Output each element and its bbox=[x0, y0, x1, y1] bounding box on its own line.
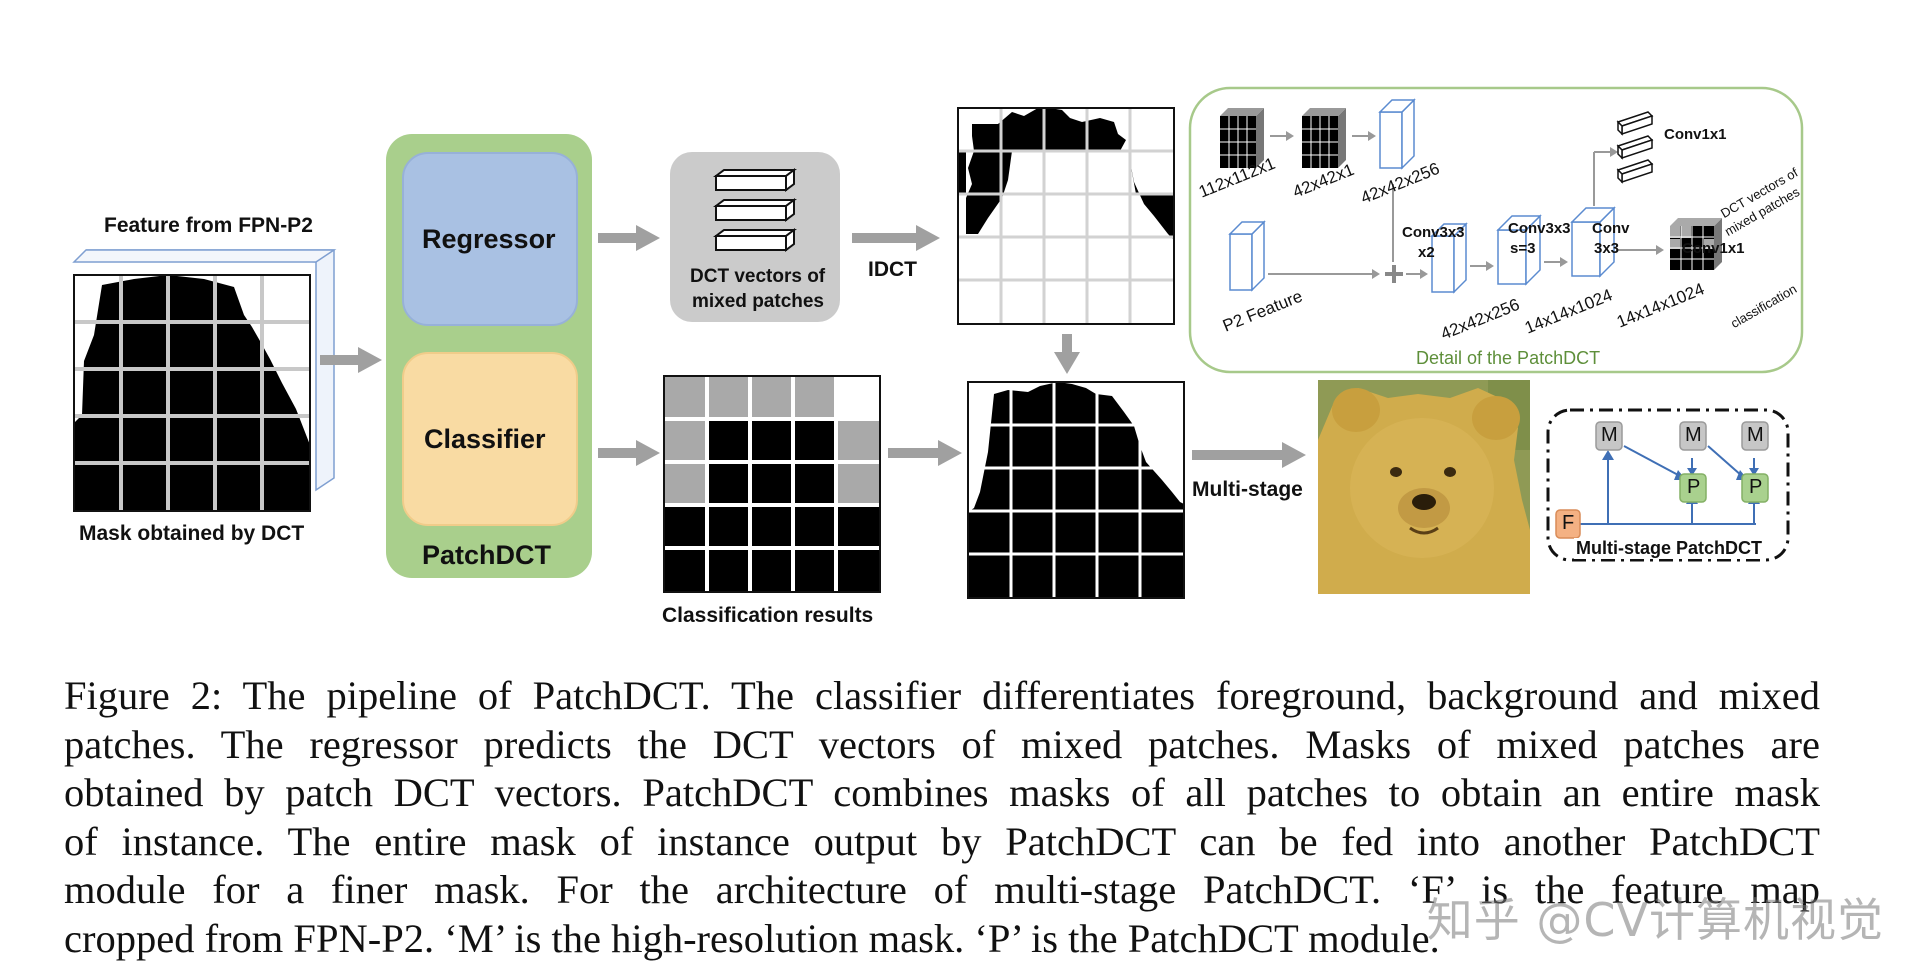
mask-obtained-by-dct bbox=[73, 274, 311, 512]
detail-conv-2: 3x3 bbox=[1594, 240, 1620, 257]
arrow-classification-out bbox=[888, 440, 962, 466]
arrow-down-to-final-mask bbox=[1054, 334, 1080, 374]
multistage-diagram bbox=[1546, 408, 1790, 562]
patchdct-label: PatchDCT bbox=[422, 540, 552, 570]
dct-vectors-label-1: DCT vectors of bbox=[690, 266, 826, 287]
detail-conv3x3-x2-2: x2 bbox=[1418, 244, 1435, 261]
watermark: 知乎 @CV计算机视觉 bbox=[1426, 893, 1884, 947]
ms-p1: P bbox=[1687, 476, 1701, 498]
detail-title: Detail of the PatchDCT bbox=[1416, 348, 1601, 368]
idct-label: IDCT bbox=[868, 258, 917, 281]
ms-p2: P bbox=[1749, 476, 1763, 498]
classification-results-grid bbox=[663, 375, 881, 593]
multi-stage-label: Multi-stage bbox=[1192, 478, 1303, 501]
final-mask-grid bbox=[967, 381, 1185, 599]
figure-caption: Figure 2: The pipeline of PatchDCT. The … bbox=[64, 672, 1820, 963]
detail-conv1x1-top: Conv1x1 bbox=[1664, 126, 1727, 143]
detail-conv1x1-mid: Conv1x1 bbox=[1682, 240, 1745, 257]
classifier-box bbox=[402, 352, 578, 526]
idct-mask-grid bbox=[957, 107, 1175, 325]
arrow-regressor-out bbox=[598, 225, 660, 251]
regressor-box bbox=[402, 152, 578, 326]
classification-results-label: Classification results bbox=[662, 604, 874, 627]
feature-label: Feature from FPN-P2 bbox=[104, 214, 313, 237]
ms-m3: M bbox=[1747, 424, 1764, 446]
caption-line: cropped from FPN-P2. ‘M’ is the high-res… bbox=[64, 915, 1440, 961]
arrow-classifier-out bbox=[598, 440, 660, 466]
detail-conv3x3-x2-1: Conv3x3 bbox=[1402, 224, 1465, 241]
caption-line: module for a finer mask. For the archite… bbox=[64, 867, 1820, 912]
bear-image bbox=[1318, 380, 1530, 594]
arrow-to-patchdct bbox=[320, 347, 382, 373]
feature-map-stack bbox=[72, 249, 337, 492]
ms-f: F bbox=[1562, 512, 1575, 534]
detail-conv3x3-s3-2: s=3 bbox=[1510, 240, 1536, 257]
caption-line: patches. The regressor predicts the DCT … bbox=[64, 721, 1820, 767]
caption-line: obtained by patch DCT vectors. PatchDCT … bbox=[64, 770, 1820, 815]
caption-line: Figure 2: The pipeline of PatchDCT. The … bbox=[64, 673, 1820, 718]
dct-vector-icons bbox=[713, 168, 797, 252]
dct-vectors-label-2: mixed patches bbox=[692, 291, 824, 312]
arrow-idct bbox=[852, 225, 940, 251]
ms-m1: M bbox=[1601, 424, 1618, 446]
regressor-label: Regressor bbox=[422, 224, 556, 254]
ms-m2: M bbox=[1685, 424, 1702, 446]
detail-conv-1: Conv bbox=[1592, 220, 1630, 237]
caption-line: of instance. The entire mask of instance… bbox=[64, 818, 1820, 864]
arrow-multi-stage bbox=[1192, 442, 1306, 468]
classifier-label: Classifier bbox=[424, 424, 546, 454]
multistage-title: Multi-stage PatchDCT bbox=[1574, 538, 1765, 559]
detail-conv3x3-s3-1: Conv3x3 bbox=[1508, 220, 1571, 237]
detail-panel bbox=[1188, 86, 1804, 374]
mask-dct-label: Mask obtained by DCT bbox=[79, 522, 305, 545]
